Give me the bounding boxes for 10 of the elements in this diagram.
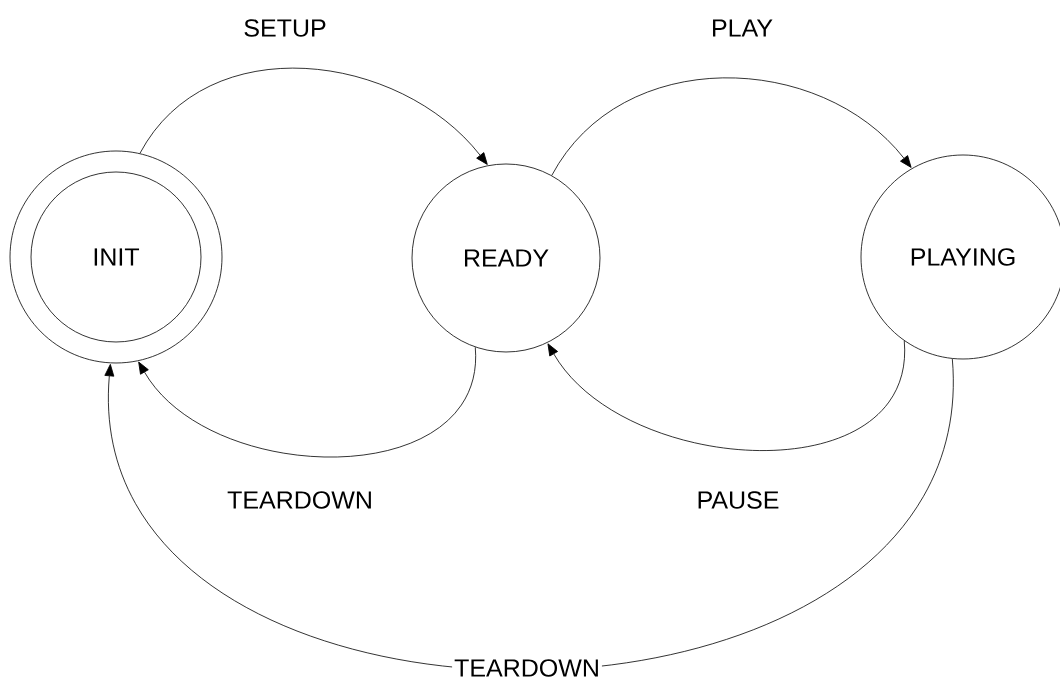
edge-label: TEARDOWN xyxy=(225,489,375,511)
double-circle-state: INIT xyxy=(9,150,223,364)
edge-label: PAUSE xyxy=(694,489,782,511)
arrow xyxy=(547,340,905,451)
edge-label: SETUP xyxy=(241,17,329,39)
edge-label: TEARDOWN xyxy=(452,657,602,679)
arrow xyxy=(551,77,912,176)
edge-label: PLAY xyxy=(708,17,776,39)
arrow xyxy=(139,68,488,165)
arrow xyxy=(138,346,476,458)
